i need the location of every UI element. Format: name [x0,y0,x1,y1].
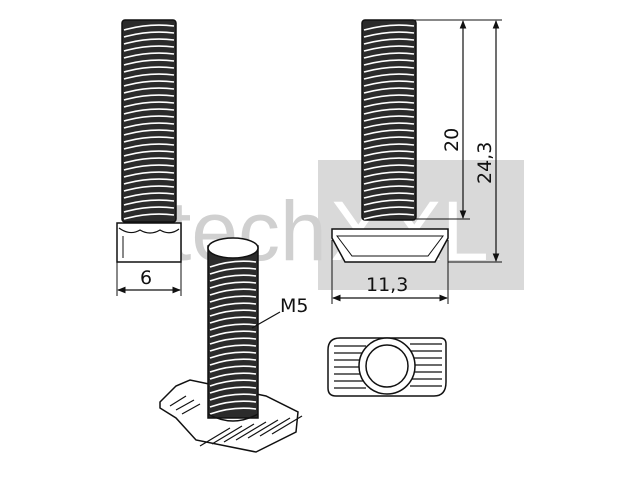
thread-shank-left [121,19,177,223]
thread-hatch-left [123,24,175,220]
bolt-side-view: 6 [116,19,182,296]
watermark-box [318,160,524,290]
iso-shank-top [207,237,259,259]
iso-head-hatch [169,395,303,447]
top-view-hatch [334,343,442,389]
dim-width-head-view: 11,3 [366,274,408,296]
dim-total-length: 24,3 [474,142,496,184]
head-side-profile [116,222,182,263]
bolt-top-view [327,337,447,397]
bolt-front-view: 20 24,3 11,3 [331,19,502,304]
iso-thread-hatch [209,260,257,415]
top-view-bore-inner [365,344,409,388]
dim-width-thread-view: 6 [140,267,152,289]
iso-shank-bottom [207,413,259,422]
dim-thread-length: 20 [441,128,463,152]
thread-hatch-right [363,24,415,220]
head-side-top-edge [118,227,180,234]
head-front-profile [331,228,449,263]
thread-size-label: M5 [280,295,308,317]
bolt-isometric-view: M5 [159,237,308,453]
watermark: tech XXL [168,160,524,290]
m5-leader-line [251,311,281,329]
head-front-chamfer [336,235,444,257]
